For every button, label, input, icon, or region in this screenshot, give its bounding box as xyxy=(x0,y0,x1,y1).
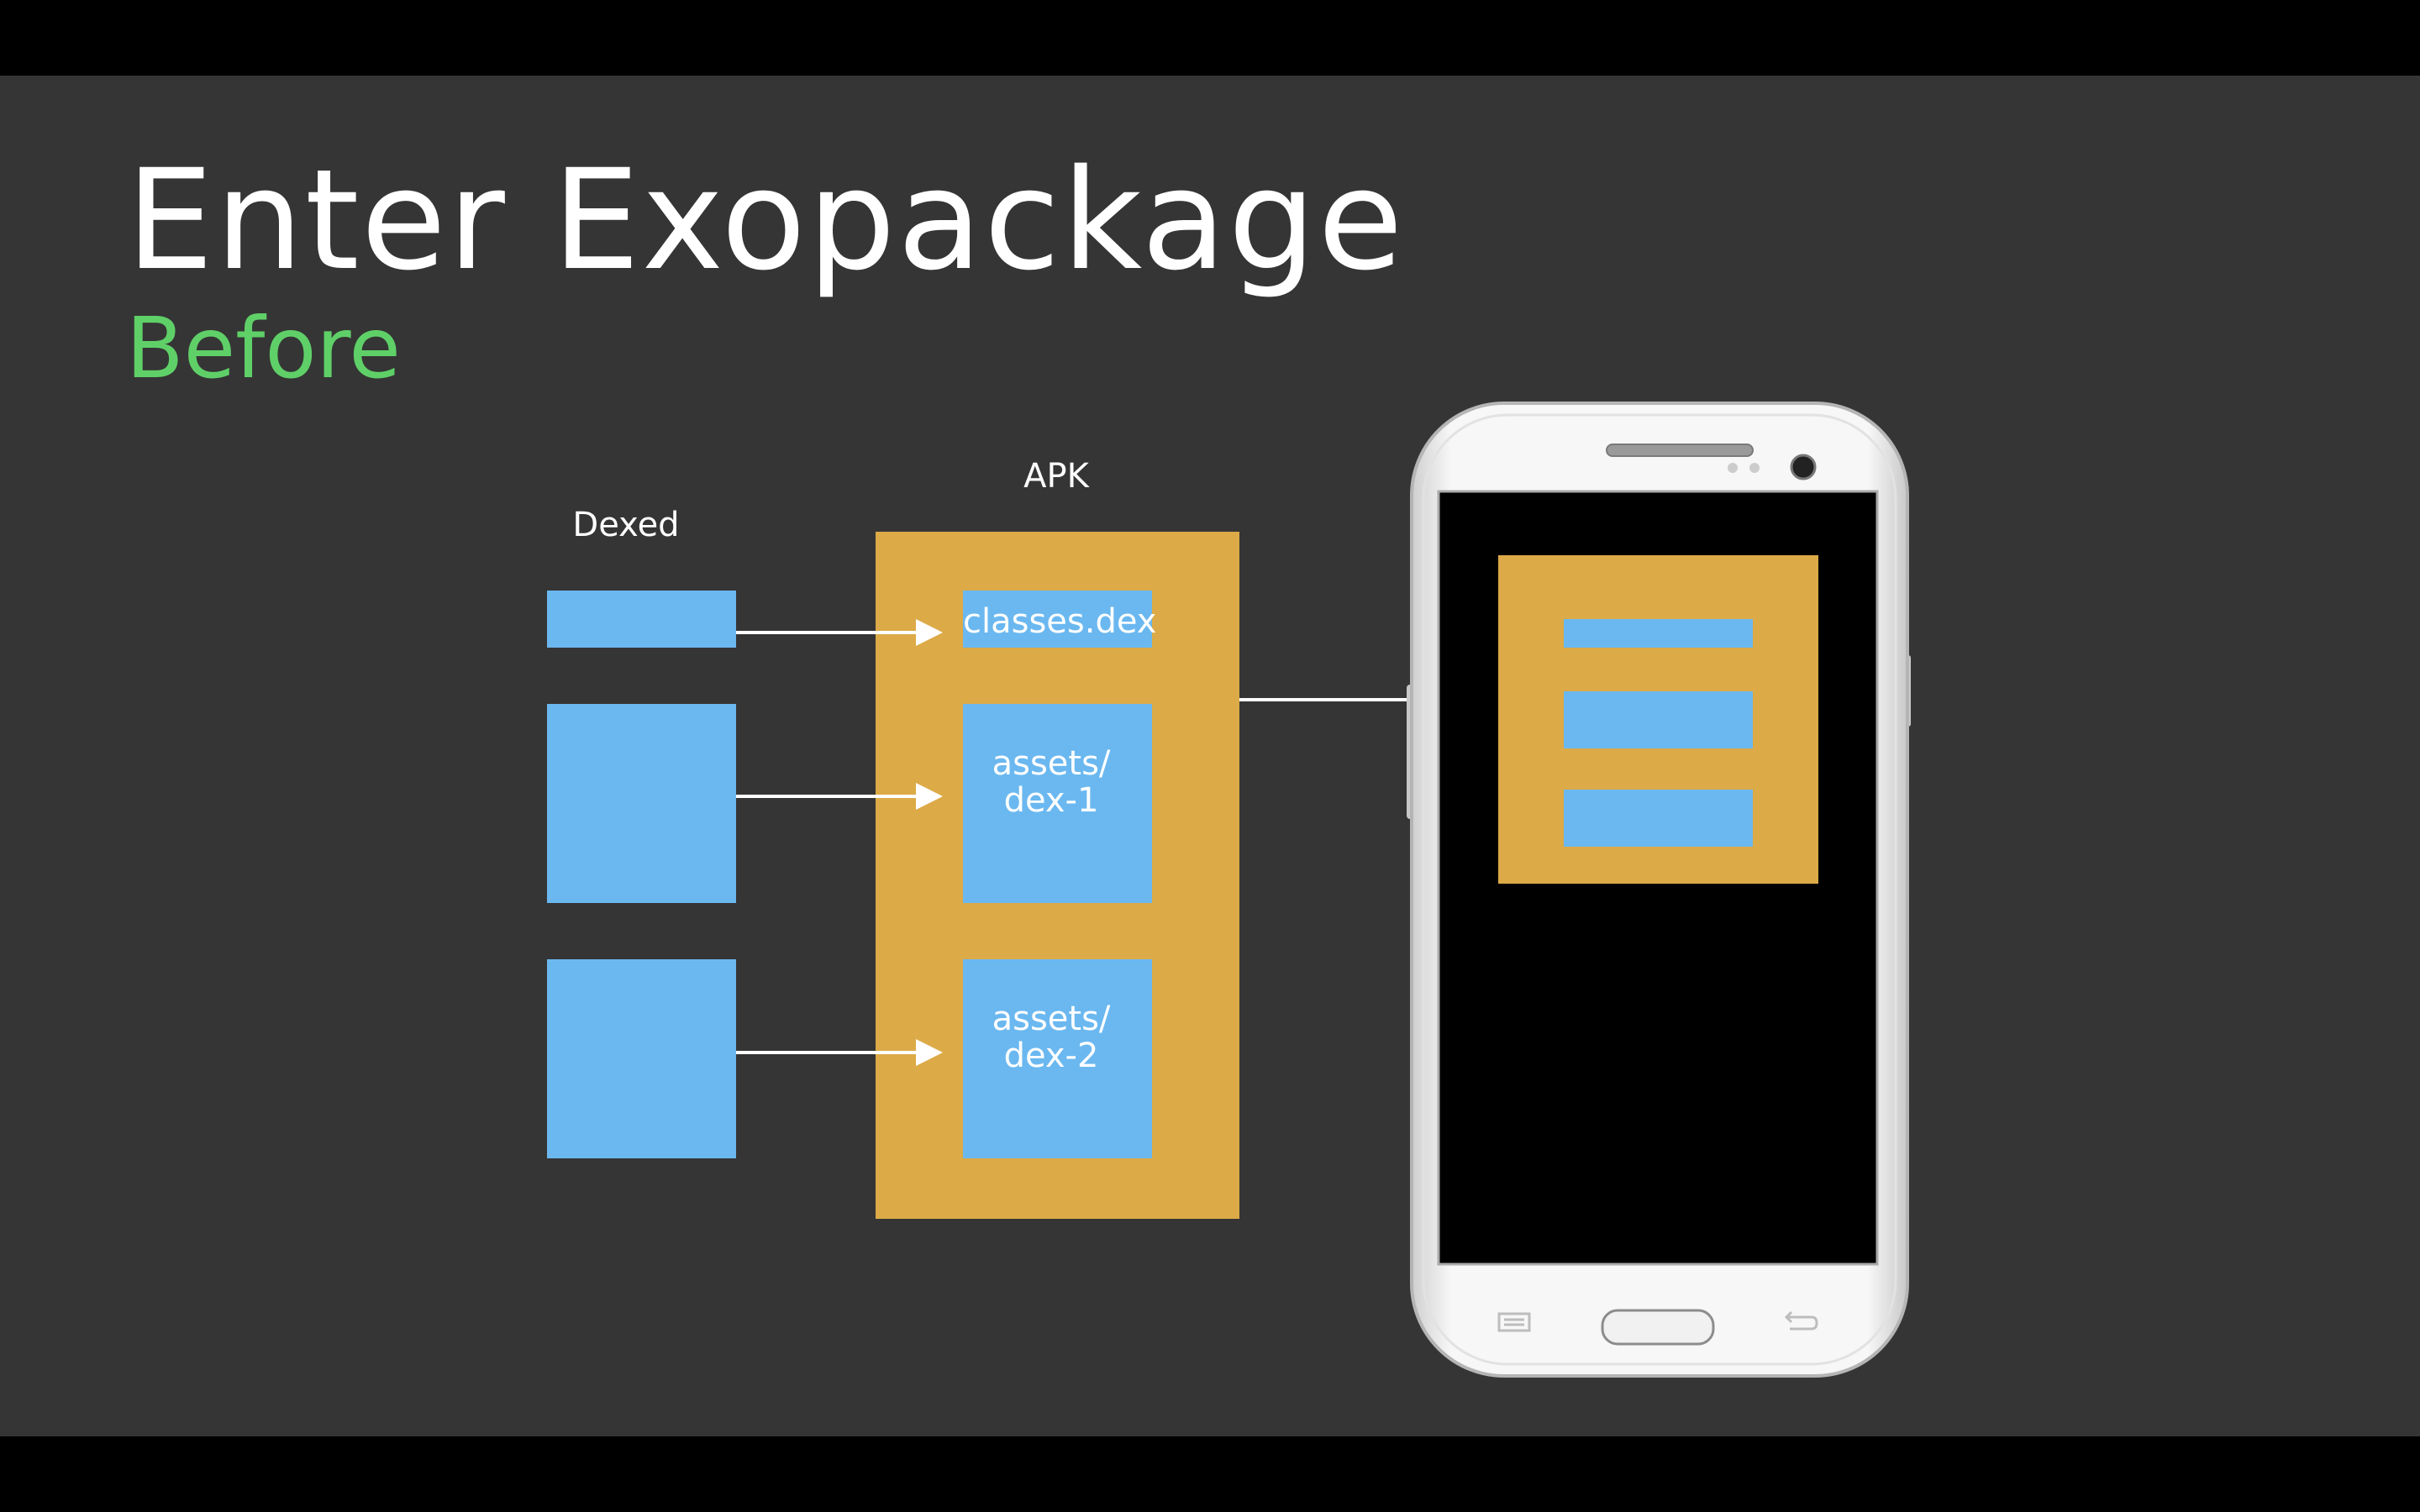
apk-entry-classes-dex: classes.dex xyxy=(963,591,1157,648)
installed-dex-1 xyxy=(1564,691,1753,748)
page-subtitle: Before xyxy=(126,299,401,397)
back-key-icon xyxy=(1784,1310,1818,1331)
menu-key-icon xyxy=(1497,1312,1531,1332)
apk-entry-dex-1: assets/ dex-1 xyxy=(963,704,1152,903)
apk-entry-label: dex-2 xyxy=(1003,1037,1099,1075)
apk-entry-dex-2: assets/ dex-2 xyxy=(963,959,1152,1158)
dexed-block-3 xyxy=(547,959,736,1158)
apk-label: APK xyxy=(1023,457,1089,496)
apk-entry-label: classes.dex xyxy=(963,602,1157,641)
dexed-block-1 xyxy=(547,591,736,648)
home-button-icon xyxy=(1601,1309,1715,1346)
installed-classes-dex xyxy=(1564,619,1753,648)
apk-entry-label: dex-1 xyxy=(1003,781,1099,820)
installed-dex-2 xyxy=(1564,790,1753,847)
apk-entry-label: assets/ xyxy=(992,1000,1111,1038)
dexed-label: Dexed xyxy=(572,506,680,544)
page-title: Enter Exopackage xyxy=(126,139,1405,301)
dexed-block-2 xyxy=(547,704,736,903)
apk-entry-label: assets/ xyxy=(992,744,1111,783)
